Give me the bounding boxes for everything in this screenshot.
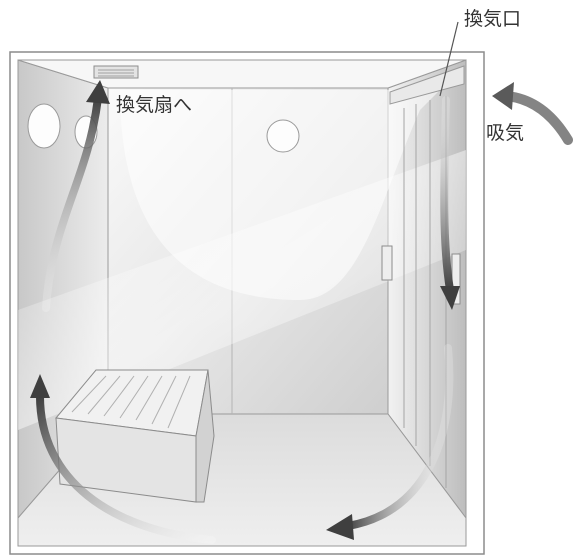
bath-lid-icon: [55, 369, 215, 503]
to-fan-label: 換気扇へ: [116, 94, 193, 116]
wall-light-icon: [27, 103, 300, 153]
flow-arrow-icon: [30, 374, 216, 544]
flow-arrow-icon: [492, 82, 573, 145]
flow-arrow-icon: [440, 96, 460, 310]
flow-arrow-icon: [326, 344, 454, 540]
vent-leader-line: [439, 21, 459, 97]
flow-arrow-icon: [42, 80, 110, 312]
ceiling-fan-icon: [93, 65, 139, 79]
air-intake-label: 吸気: [486, 122, 525, 144]
vent-opening-label: 換気口: [464, 8, 522, 30]
reflection-streak: [18, 150, 466, 430]
